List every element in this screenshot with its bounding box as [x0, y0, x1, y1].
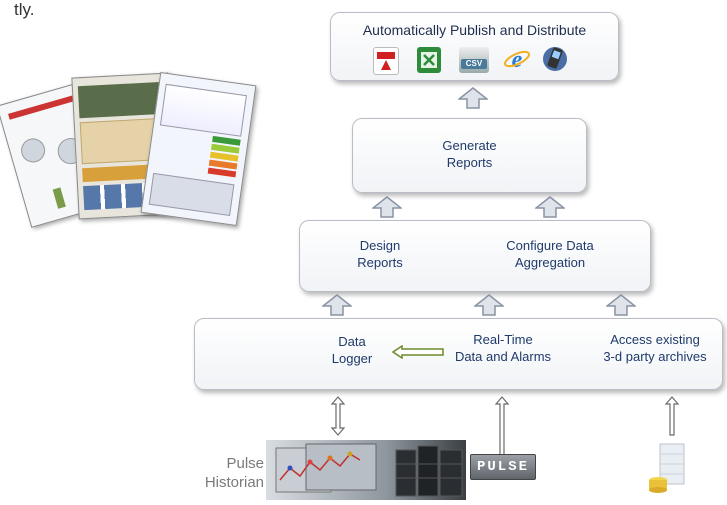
arrow-up-icon: [606, 294, 636, 316]
database-archive-icon: [649, 443, 685, 493]
historian-line1: Pulse: [226, 455, 264, 472]
data-logger-label: Data Logger: [317, 333, 387, 367]
pulse-logo: PULSE: [470, 454, 536, 480]
configure-line1: Configure Data: [506, 238, 594, 253]
svg-text:e: e: [512, 47, 523, 73]
internet-explorer-icon: e: [503, 45, 531, 73]
arrow-up-icon: [474, 294, 504, 316]
pulse-historian-label: Pulse Historian: [186, 454, 264, 492]
configure-aggregation-label: Configure Data Aggregation: [485, 237, 615, 271]
realtime-alarms-label: Real-Time Data and Alarms: [447, 331, 559, 365]
csv-icon: CSV: [459, 47, 489, 73]
excel-icon: [417, 47, 441, 73]
realtime-line1: Real-Time: [473, 332, 533, 347]
historian-graphic: [266, 440, 466, 500]
design-line2: Reports: [357, 255, 403, 270]
csv-icon-label: CSV: [461, 59, 487, 69]
historian-line2: Historian: [204, 474, 264, 491]
arrow-up-icon: [458, 87, 488, 109]
pulse-logo-text: PULSE: [476, 459, 529, 475]
arrow-left-icon: [392, 345, 444, 359]
arrow-up-icon: [372, 196, 402, 218]
generate-reports-label: Generate Reports: [353, 137, 586, 171]
arrow-up-icon: [535, 196, 565, 218]
logger-line2: Logger: [331, 351, 373, 366]
arrow-up-icon: [322, 294, 352, 316]
access-line2: 3-d party archives: [603, 349, 707, 364]
mobile-phone-icon: [541, 43, 569, 73]
pdf-icon: [373, 47, 399, 75]
bidirectional-arrow-icon: [330, 396, 346, 436]
configure-line2: Aggregation: [514, 255, 586, 270]
report-page-right: [140, 71, 257, 227]
logger-line1: Data: [338, 334, 366, 349]
realtime-line2: Data and Alarms: [454, 349, 552, 364]
access-archives-label: Access existing 3-d party archives: [590, 331, 720, 365]
cropped-text: tly.: [14, 0, 35, 19]
design-configure-box: Design Reports Configure Data Aggregatio…: [299, 220, 651, 292]
design-reports-label: Design Reports: [330, 237, 430, 271]
data-sources-box: Data Logger Real-Time Data and Alarms Ac…: [194, 318, 723, 390]
generate-line1: Generate: [442, 138, 497, 153]
publish-distribute-box: Automatically Publish and Distribute CSV…: [330, 12, 619, 81]
publish-distribute-title: Automatically Publish and Distribute: [362, 22, 587, 38]
generate-reports-box: Generate Reports: [352, 118, 587, 193]
generate-line2: Reports: [446, 155, 493, 170]
historian-trend-icon: [275, 443, 463, 497]
up-line-arrow-icon: [494, 396, 510, 458]
design-line1: Design: [359, 238, 401, 253]
report-pages-illustration: [0, 70, 270, 240]
access-line1: Access existing: [610, 332, 700, 347]
up-line-arrow-icon: [664, 396, 680, 436]
